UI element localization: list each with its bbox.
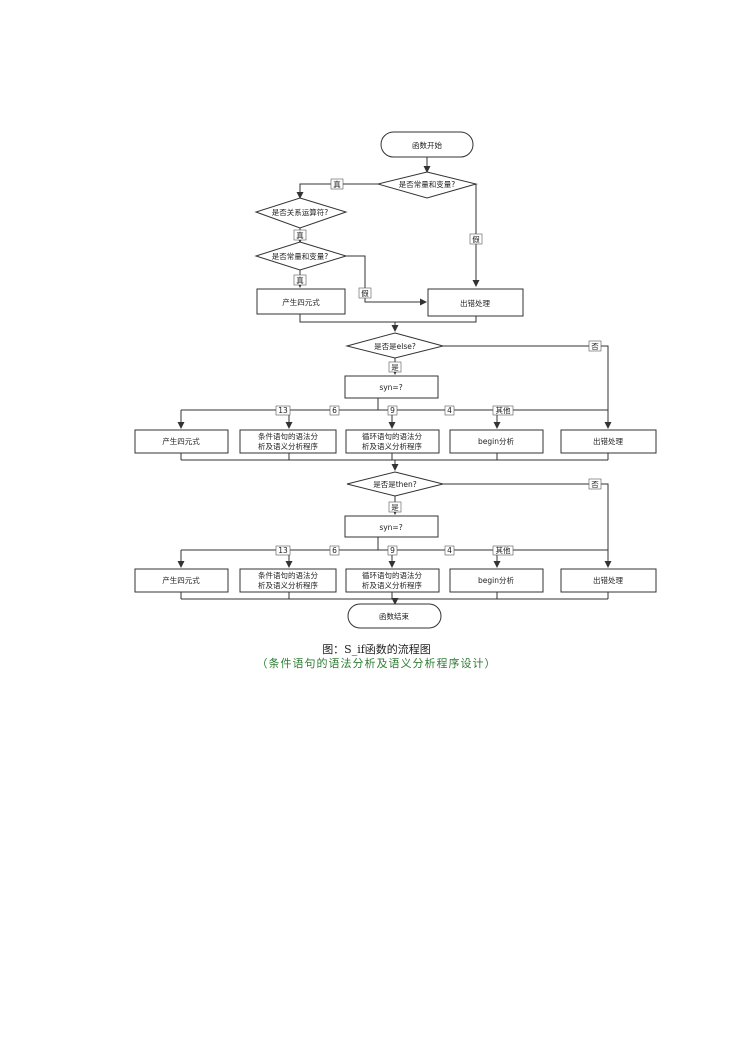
edge-true-1: 真 bbox=[333, 179, 341, 189]
loop-1-label-a: 循环语句的语法分 bbox=[362, 431, 422, 441]
edge-yes-1: 是 bbox=[391, 363, 399, 372]
err-2-label: 出错处理 bbox=[593, 575, 623, 585]
edge-true-3: 真 bbox=[296, 275, 304, 285]
figure-caption: 图：S_if函数的流程图 bbox=[322, 643, 431, 656]
err-box-1 bbox=[560, 429, 657, 454]
quad-box-1 bbox=[134, 429, 229, 454]
edge-9-1: 9 bbox=[390, 406, 395, 415]
flowchart: 函数开始 是否常量和变量? 是否关系运算符? 是否常量和变量? 产生四元式 出错… bbox=[134, 131, 657, 629]
quad-2-label: 产生四元式 bbox=[162, 575, 200, 585]
edge-yes-2: 是 bbox=[391, 503, 399, 512]
edge-false-1: 假 bbox=[472, 235, 480, 244]
edge-4-2: 4 bbox=[447, 546, 452, 555]
cond-2-label-a: 条件语句的语法分 bbox=[258, 570, 318, 580]
edge-no-2: 否 bbox=[591, 480, 599, 489]
decision-const-var-2 bbox=[254, 241, 348, 271]
q-relop-label: 是否关系运算符? bbox=[272, 207, 328, 217]
q-else-label: 是否是else? bbox=[374, 342, 416, 351]
cond-2-label-b: 析及语义分析程序 bbox=[258, 580, 318, 590]
edge-other-1: 其他 bbox=[496, 405, 511, 415]
edge-13-1: 13 bbox=[278, 406, 288, 415]
end-label: 函数结束 bbox=[379, 611, 409, 621]
q-const-var-2-label: 是否常量和变量? bbox=[272, 251, 328, 261]
q-then-label: 是否是then? bbox=[373, 480, 417, 489]
edge-true-2: 真 bbox=[296, 230, 304, 240]
err-1-label: 出错处理 bbox=[593, 436, 623, 446]
edge-6-1: 6 bbox=[332, 406, 337, 415]
syn-2-label: syn=? bbox=[379, 523, 402, 532]
error-box bbox=[427, 288, 524, 317]
decision-relop bbox=[254, 197, 348, 229]
edge-6-2: 6 bbox=[332, 546, 337, 555]
end-terminal bbox=[347, 603, 442, 629]
syn-box-2 bbox=[344, 515, 439, 538]
err-box-2 bbox=[560, 568, 657, 593]
connector-lines bbox=[177, 157, 612, 605]
loop-box-1 bbox=[345, 429, 440, 454]
decision-else bbox=[345, 332, 445, 359]
edge-13-2: 13 bbox=[278, 546, 288, 555]
start-label: 函数开始 bbox=[412, 140, 442, 150]
syn-1-label: syn=? bbox=[379, 383, 402, 392]
edge-other-2: 其他 bbox=[496, 545, 511, 555]
gen-quad-box bbox=[256, 288, 346, 315]
loop-2-label-a: 循环语句的语法分 bbox=[362, 570, 422, 580]
begin-1-label: begin分析 bbox=[478, 436, 514, 446]
begin-box-1 bbox=[449, 429, 544, 454]
edge-9-2: 9 bbox=[390, 546, 395, 555]
syn-box-1 bbox=[344, 375, 439, 399]
quad-1-label: 产生四元式 bbox=[162, 436, 200, 446]
begin-box-2 bbox=[449, 568, 544, 593]
loop-box-2 bbox=[345, 568, 440, 593]
cond-1-label-a: 条件语句的语法分 bbox=[258, 431, 318, 441]
loop-2-label-b: 析及语义分析程序 bbox=[362, 580, 422, 590]
edge-no-1: 否 bbox=[591, 342, 599, 351]
quad-box-2 bbox=[134, 568, 229, 593]
cond-box-2 bbox=[239, 568, 337, 593]
cond-1-label-b: 析及语义分析程序 bbox=[258, 441, 318, 451]
begin-2-label: begin分析 bbox=[478, 575, 514, 585]
edge-4-1: 4 bbox=[447, 406, 452, 415]
cond-box-1 bbox=[239, 429, 337, 454]
gen-quad-label: 产生四元式 bbox=[282, 297, 320, 307]
error-label: 出错处理 bbox=[460, 298, 490, 308]
start-terminal bbox=[380, 131, 474, 158]
decision-const-var bbox=[376, 171, 478, 199]
loop-1-label-b: 析及语义分析程序 bbox=[362, 441, 422, 451]
edge-false-2: 假 bbox=[361, 289, 369, 298]
q-const-var-label: 是否常量和变量? bbox=[399, 179, 455, 189]
figure-subcaption: （条件语句的语法分析及语义分析程序设计） bbox=[256, 657, 497, 670]
decision-then bbox=[346, 471, 444, 497]
